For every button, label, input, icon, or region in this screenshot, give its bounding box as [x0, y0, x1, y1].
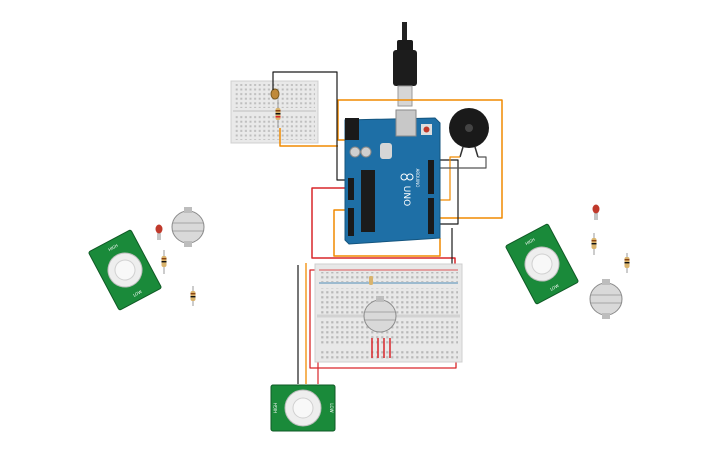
pir-left-label-top: HIGH: [107, 243, 118, 252]
breadboard-large: [314, 263, 463, 363]
arduino-model-label: UNO: [401, 186, 411, 206]
pir-left-label-bottom: LOW: [132, 289, 143, 298]
pir-bottom-label-bottom: LOW: [329, 403, 334, 412]
pir-right-label-top: HIGH: [524, 237, 535, 246]
pir-sensor-bottom: HIGH LOW: [270, 384, 336, 432]
pir-sensor-left: HIGH LOW: [88, 229, 162, 311]
gas-sensor-left: [171, 207, 205, 247]
breadboard-small: [230, 80, 319, 144]
photoresistor: [270, 88, 280, 100]
arduino-uno: UNO ARDUINO: [344, 109, 441, 245]
resistor-left-2: [190, 286, 196, 306]
gas-sensor-right: [589, 279, 623, 319]
resistor: [275, 100, 281, 128]
resistor-left-1: [161, 250, 167, 274]
resistor-right-1: [591, 233, 597, 255]
resistor-right-2: [624, 253, 630, 273]
pir-sensor-right: HIGH LOW: [505, 223, 579, 305]
pir-right-label-bottom: LOW: [549, 283, 560, 292]
piezo-buzzer: [449, 108, 489, 158]
pir-bottom-label-top: HIGH: [273, 403, 278, 413]
led-right: [592, 204, 600, 220]
arduino-brand-label: ARDUINO: [415, 169, 420, 188]
gas-sensor-center: [363, 296, 397, 333]
led-left: [155, 224, 163, 240]
usb-cable: [393, 22, 417, 107]
